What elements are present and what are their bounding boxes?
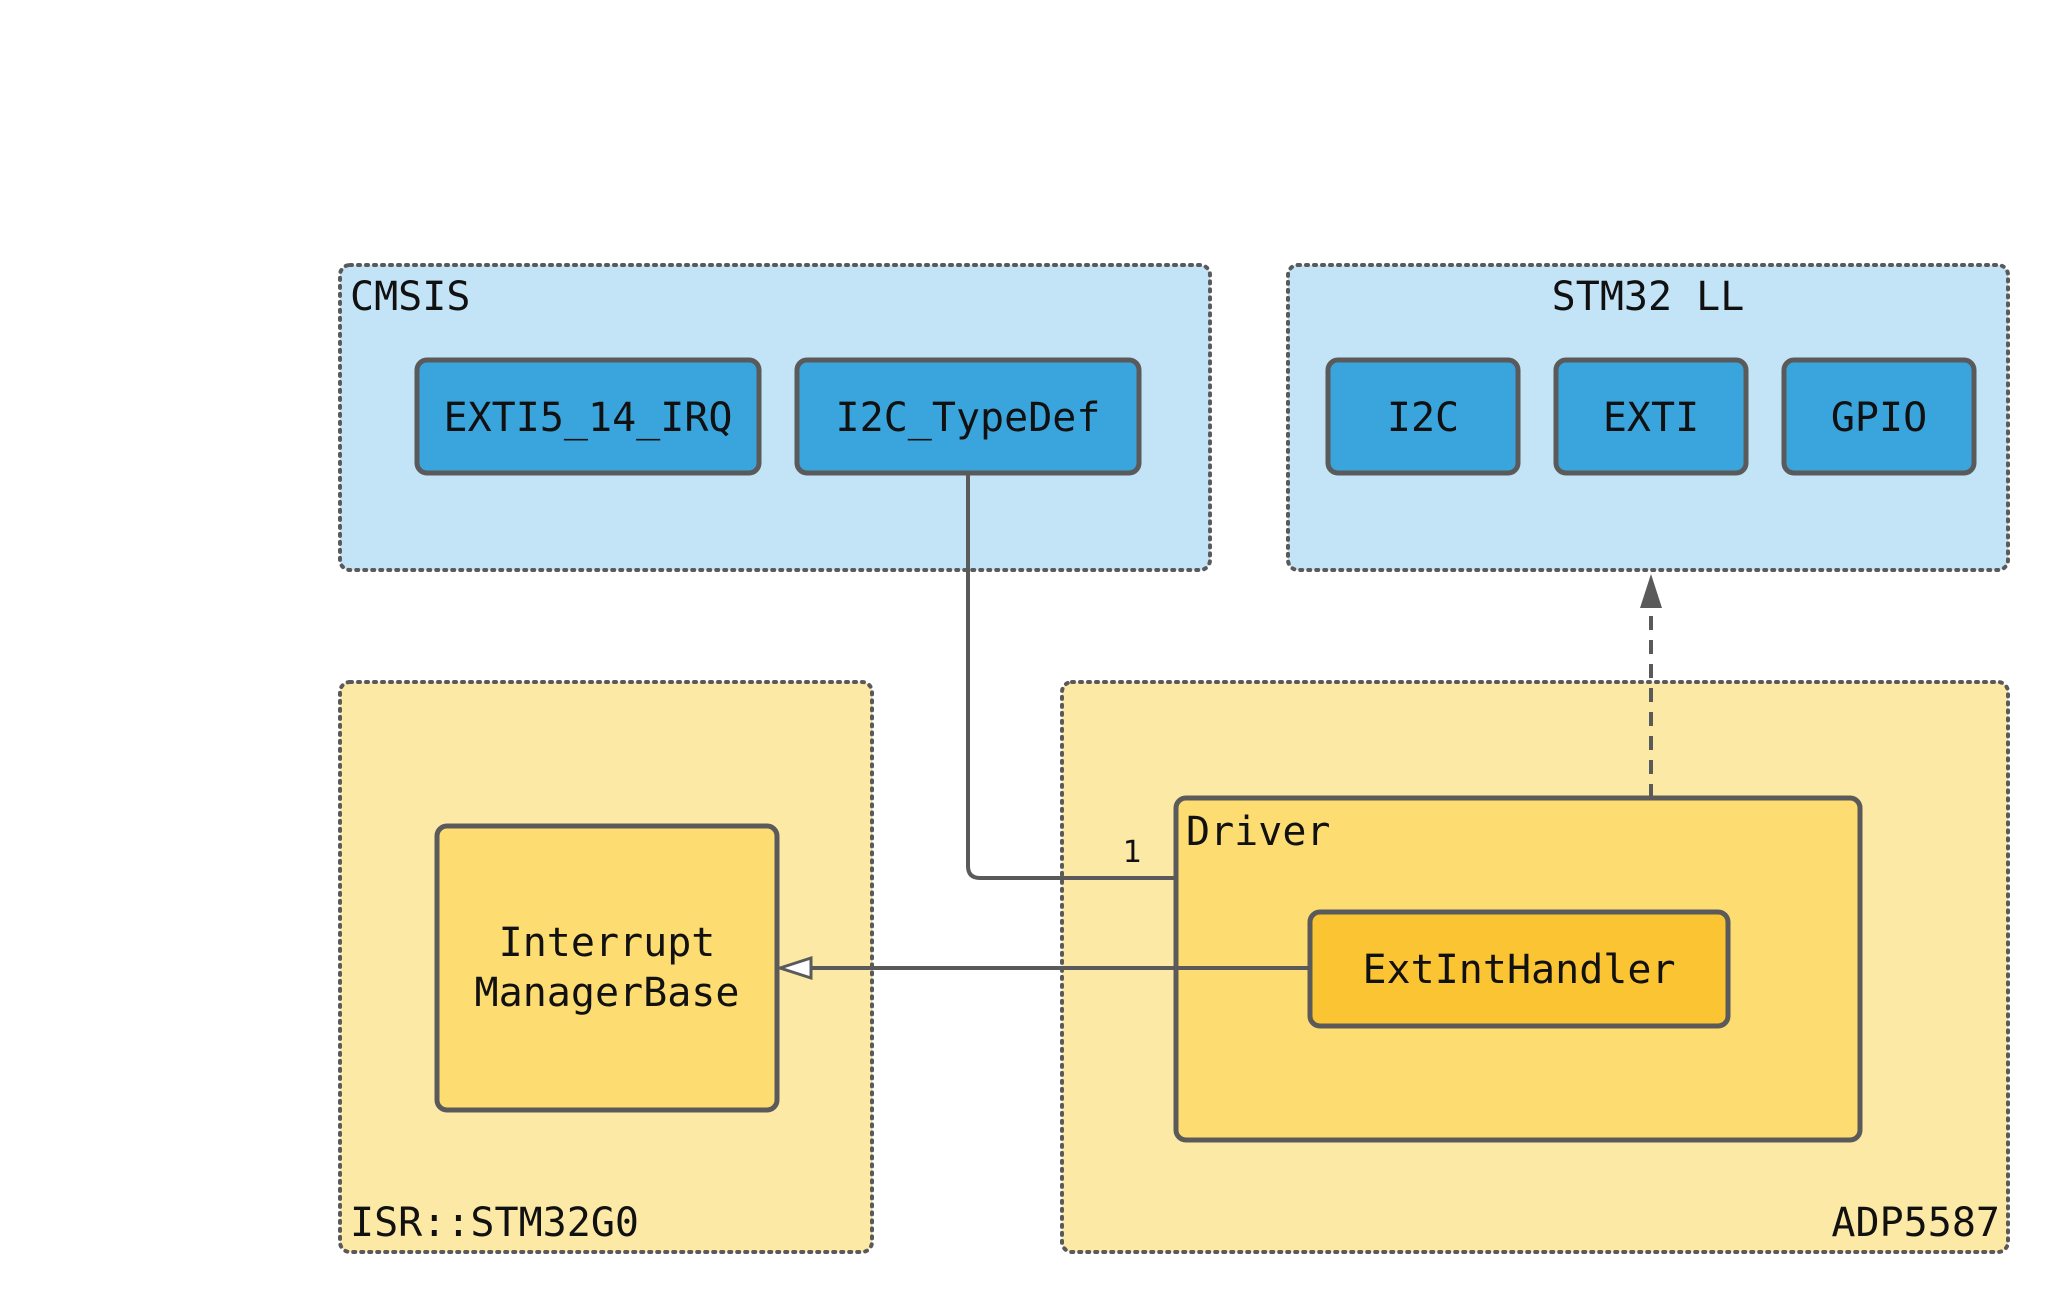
dependency-arrowhead [1640, 574, 1662, 608]
ll-exti-label: EXTI [1603, 395, 1699, 441]
isr-group-label: ISR::STM32G0 [350, 1200, 639, 1246]
exti5-14-irq-label: EXTI5_14_IRQ [444, 395, 733, 441]
inheritance-arrowhead [775, 955, 813, 981]
ll-gpio-label: GPIO [1831, 395, 1927, 441]
cmsis-group-label: CMSIS [350, 274, 470, 320]
adp5587-group-label: ADP5587 [1831, 1200, 2000, 1246]
ll-gpio-box: GPIO [1781, 357, 1977, 476]
interrupt-label-line1: Interrupt [499, 920, 716, 966]
ext-int-handler-box: ExtIntHandler [1307, 909, 1731, 1029]
i2c-typedef-label: I2C_TypeDef [836, 395, 1101, 441]
i2c-typedef-to-driver-edge [966, 473, 1176, 880]
driver-label: Driver [1186, 809, 1331, 855]
ext-int-handler-label: ExtIntHandler [1362, 947, 1675, 993]
interrupt-manager-base-box: Interrupt ManagerBase [434, 823, 780, 1113]
i2c-typedef-box: I2C_TypeDef [794, 357, 1142, 476]
multiplicity-label: 1 [1123, 835, 1142, 870]
cmsis-group: CMSIS [338, 263, 1212, 572]
exti5-14-irq-box: EXTI5_14_IRQ [414, 357, 762, 476]
interrupt-label-line2: ManagerBase [475, 970, 740, 1016]
ll-i2c-box: I2C [1325, 357, 1521, 476]
ll-exti-box: EXTI [1553, 357, 1749, 476]
stm32ll-group-label: STM32 LL [1552, 274, 1745, 320]
ll-i2c-label: I2C [1387, 395, 1459, 441]
